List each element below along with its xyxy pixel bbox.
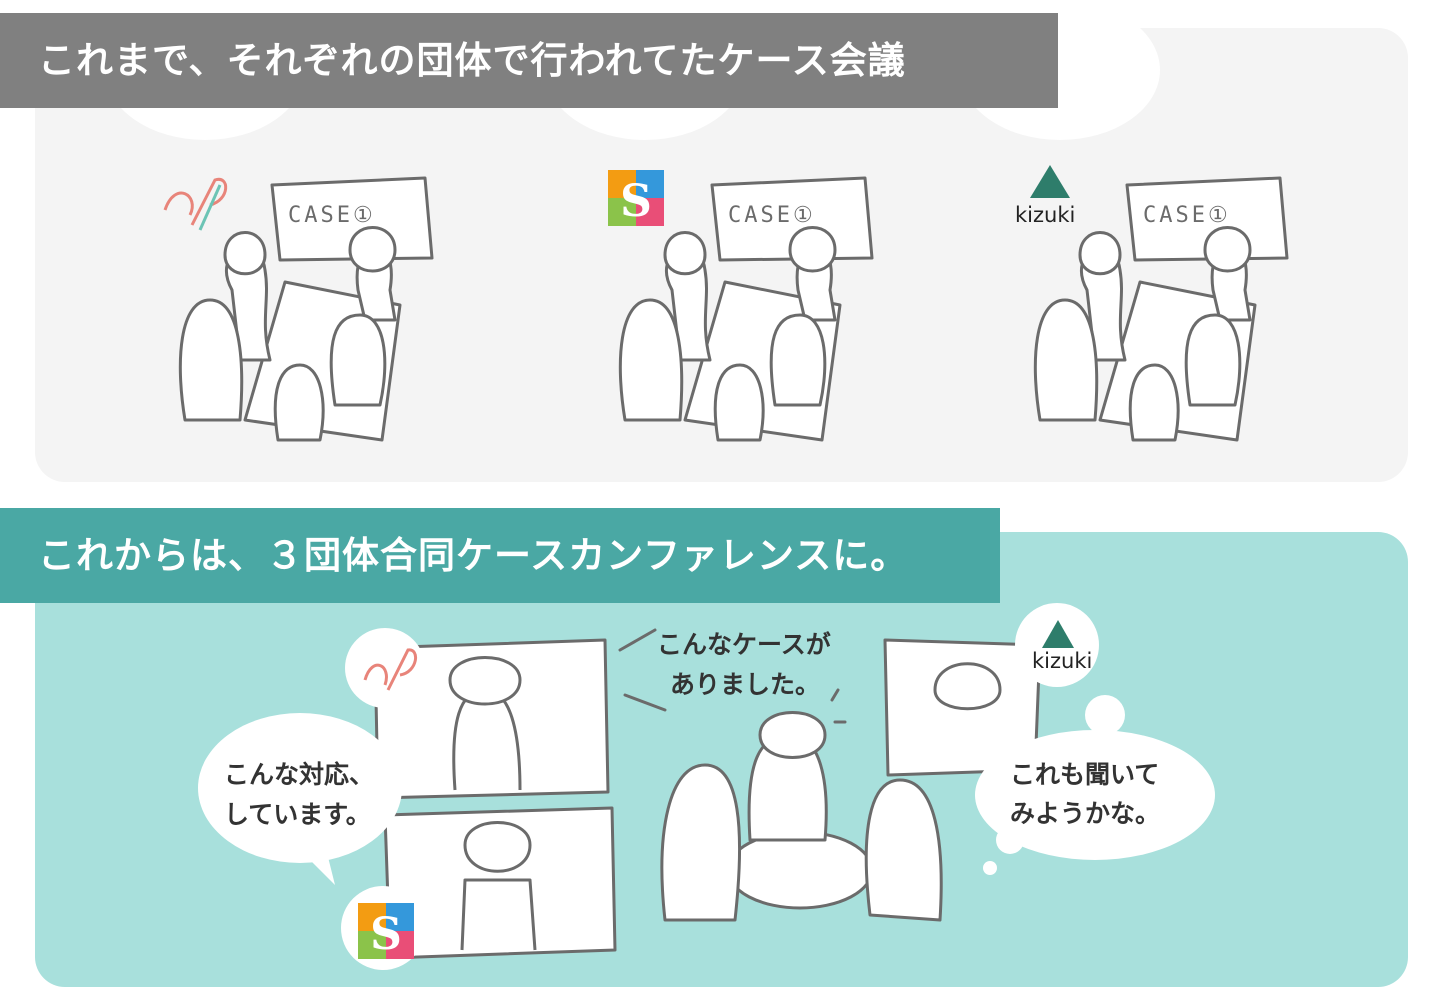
s-logo-icon <box>608 170 664 227</box>
video-frame-s <box>341 806 617 970</box>
scene-s: CASE① <box>543 0 874 442</box>
section-heading-after: これからは、３団体合同ケースカンファレンスに。 <box>0 508 1000 603</box>
s-logo-icon <box>358 903 414 960</box>
svg-text:みようかな。: みようかな。 <box>1010 799 1160 828</box>
svg-text:こんなケースが: こんなケースが <box>657 630 831 659</box>
section-heading-before: これまで、それぞれの団体で行われてたケース会議 <box>0 13 1058 108</box>
svg-text:しています。: しています。 <box>224 800 371 829</box>
svg-text:kizuki: kizuki <box>1015 203 1075 227</box>
kizuki-logo-icon <box>1042 620 1074 648</box>
dp-logo-icon <box>363 648 417 691</box>
scene-dp: CASE① <box>103 0 434 442</box>
speech-center: こんなケースが ありました。 <box>657 630 831 699</box>
kizuki-logo-icon <box>1030 165 1070 198</box>
thought-bubble-right: これも聞いて みようかな。 <box>975 695 1215 875</box>
svg-text:ありました。: ありました。 <box>670 670 820 699</box>
scene-kizuki: kizuki CASE① <box>958 0 1289 442</box>
svg-text:kizuki: kizuki <box>1032 649 1092 673</box>
meeting-group <box>618 628 943 922</box>
speech-bubble-left: こんな対応、 しています。 <box>198 713 402 885</box>
dp-logo-icon <box>163 177 228 226</box>
case-board-label: CASE① <box>288 203 376 228</box>
case-board-label: CASE① <box>1143 203 1231 228</box>
video-frame-kizuki: kizuki <box>883 603 1099 777</box>
svg-text:これも聞いて: これも聞いて <box>1010 760 1159 789</box>
svg-text:こんな対応、: こんな対応、 <box>224 760 374 789</box>
case-board-label: CASE① <box>728 203 816 228</box>
